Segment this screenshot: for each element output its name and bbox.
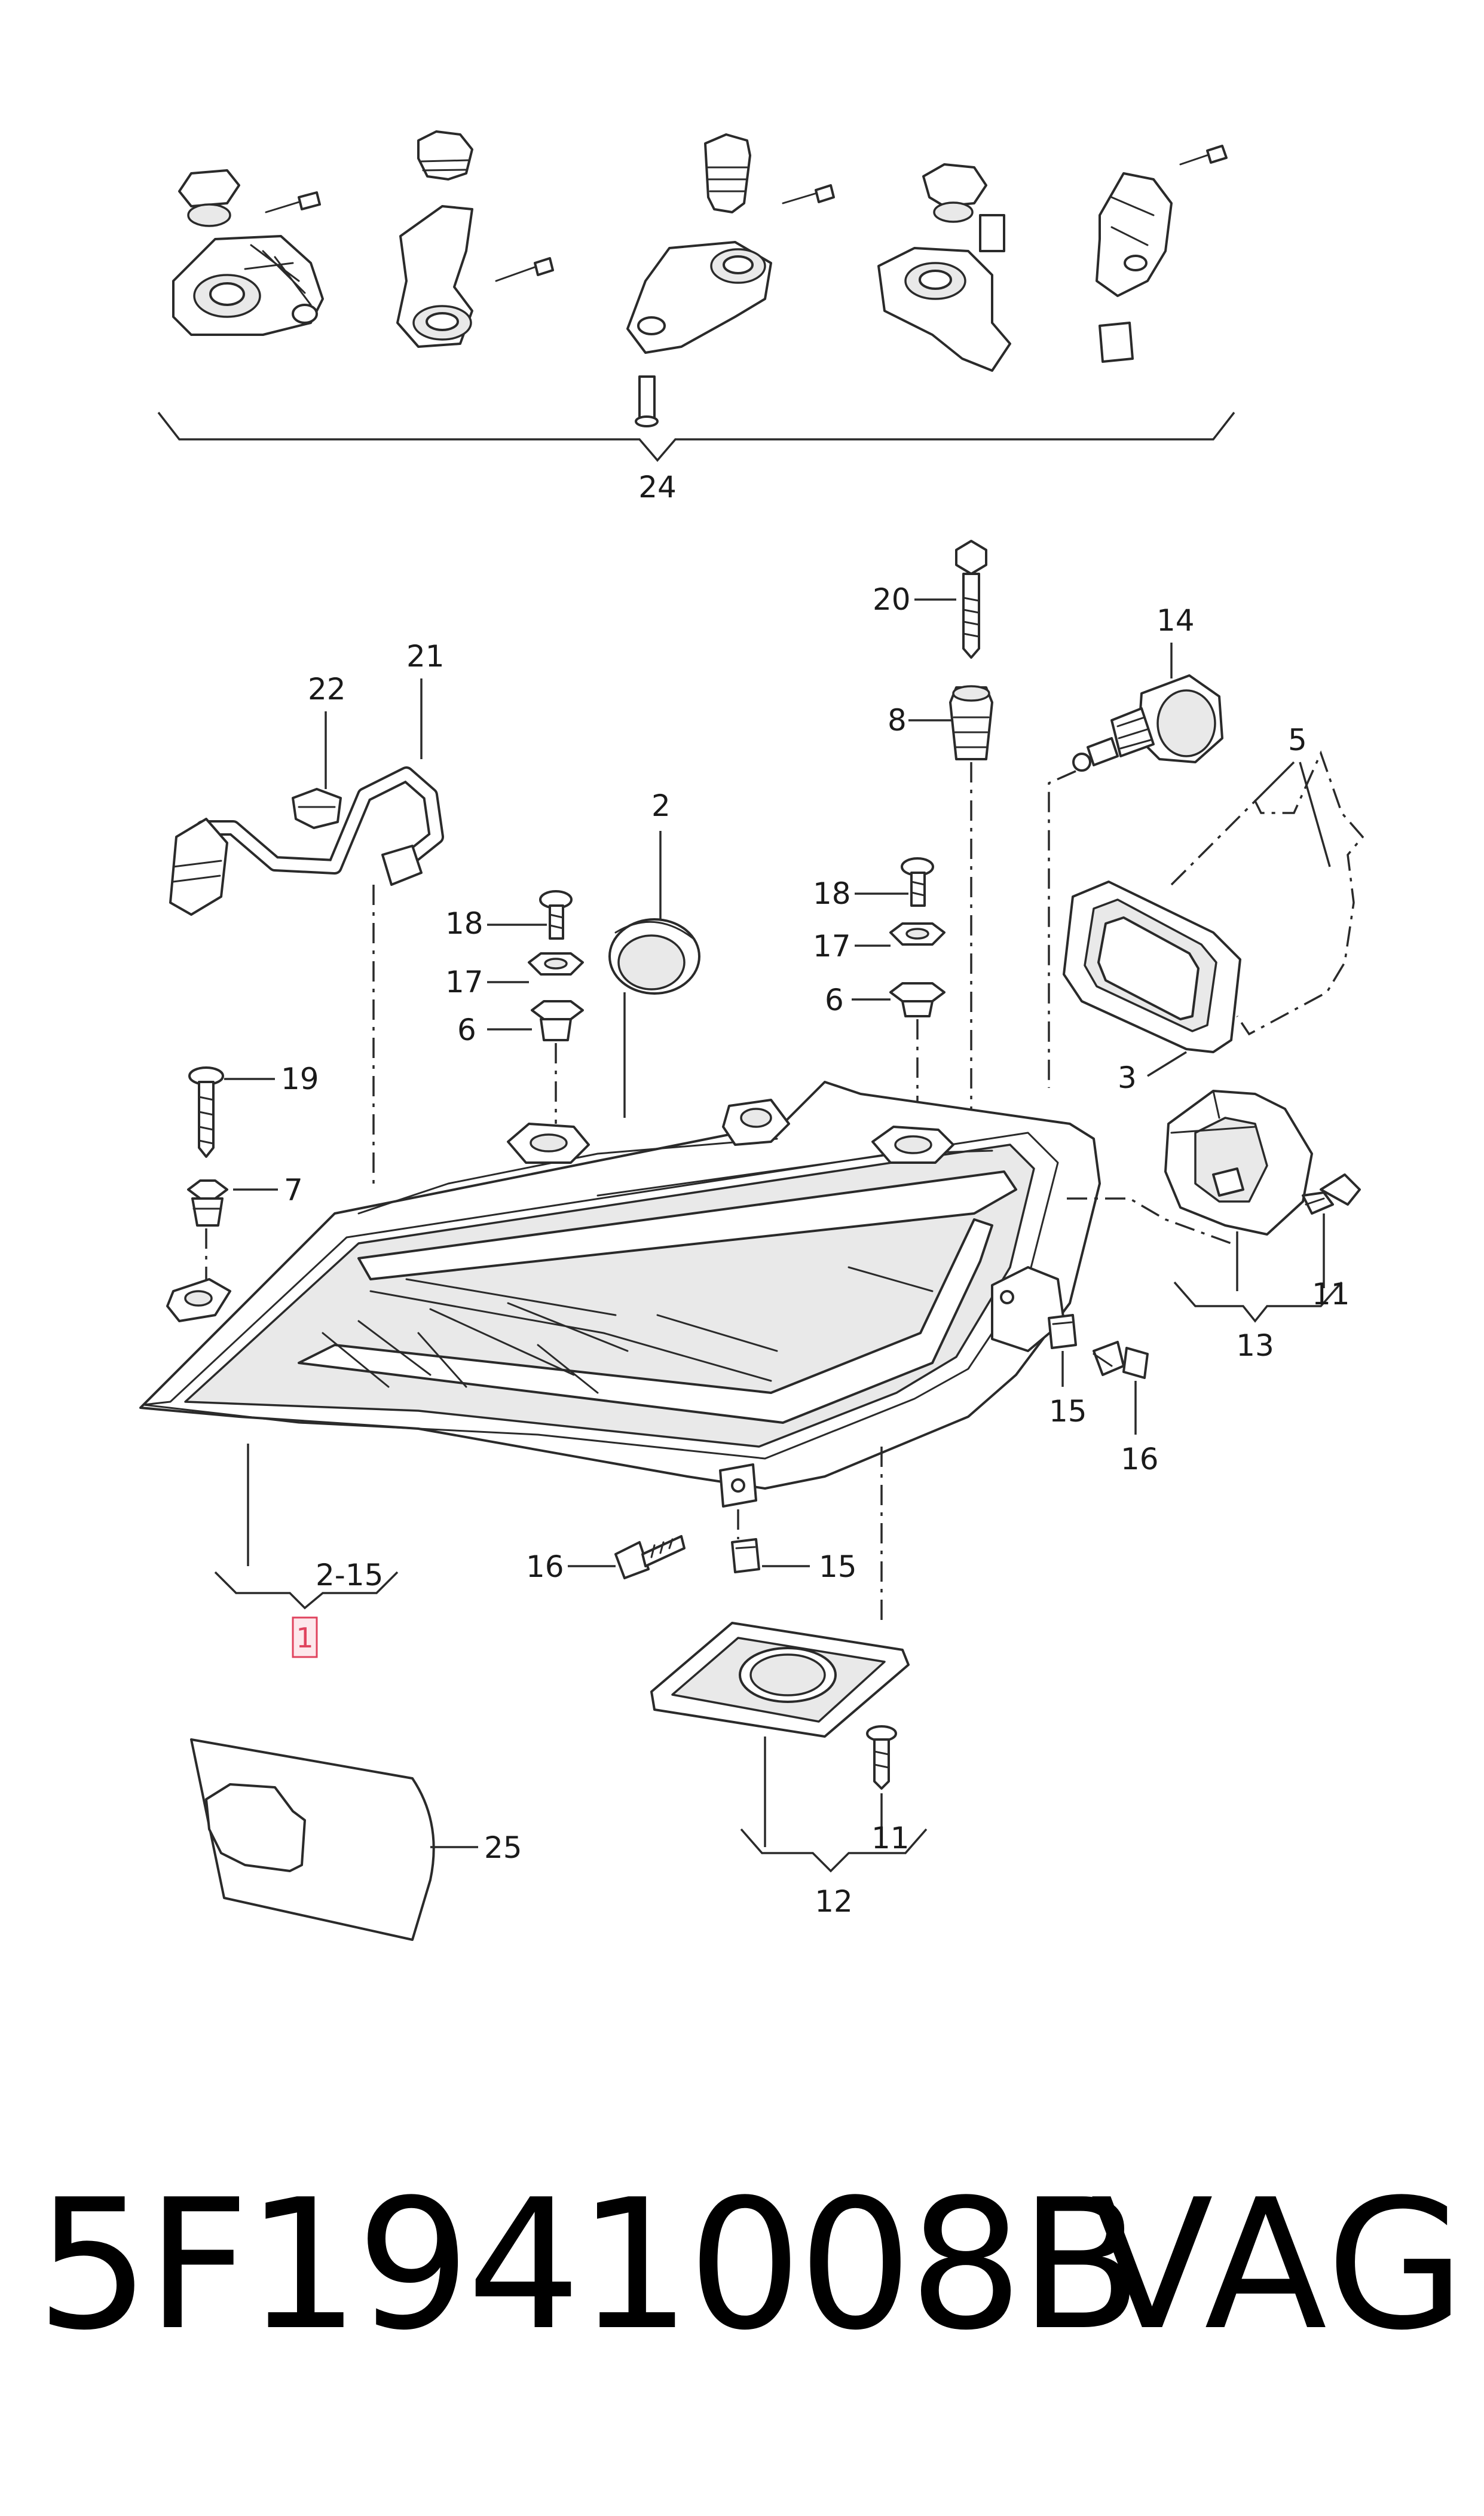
callout-24: 24 xyxy=(638,470,677,505)
gasket-12-brace xyxy=(740,1828,928,1873)
callout-1: 1 xyxy=(296,1622,313,1654)
callout-11-top: 11 xyxy=(1312,1277,1350,1312)
screw-20 xyxy=(955,540,987,659)
callout-22: 22 xyxy=(308,672,346,707)
bracket-kit-24: 24 xyxy=(157,130,1235,505)
screw-16-right xyxy=(1093,1341,1149,1379)
callout-16-bottom: 16 xyxy=(526,1549,564,1584)
repair-bracket-4 xyxy=(877,163,1011,372)
cover-5 xyxy=(1170,750,1364,1036)
callout-12: 12 xyxy=(815,1884,853,1919)
cover-seal-3 xyxy=(1063,881,1241,1053)
screw-11-bottom xyxy=(866,1725,897,1790)
callout-16-right: 16 xyxy=(1121,1442,1159,1476)
callout-3: 3 xyxy=(1118,1060,1137,1095)
clip-15-right xyxy=(1048,1314,1077,1349)
adjuster-right xyxy=(889,857,946,1017)
callout-2-15: 2-15 xyxy=(316,1558,383,1592)
hose-clip-22 xyxy=(292,788,342,829)
highlighted-part-1: 1 xyxy=(292,1616,318,1658)
callout-17-right: 17 xyxy=(813,929,851,964)
callout-7: 7 xyxy=(284,1173,303,1207)
callout-20: 20 xyxy=(873,582,911,617)
screw-16-bottom xyxy=(614,1535,686,1579)
callout-5: 5 xyxy=(1288,723,1307,757)
callout-15-bottom: 15 xyxy=(819,1549,857,1584)
callout-21: 21 xyxy=(406,639,445,674)
protective-film-25 xyxy=(190,1738,435,1941)
callout-18-right: 18 xyxy=(813,876,851,911)
repair-bracket-3 xyxy=(626,133,835,427)
control-unit-13-brace xyxy=(1173,1281,1343,1323)
grommet-8 xyxy=(949,685,993,760)
callout-6-right: 6 xyxy=(825,983,844,1017)
callout-18-left: 18 xyxy=(445,906,484,941)
headlight-assembly-1 xyxy=(139,1081,1101,1508)
bulb-14 xyxy=(1072,674,1223,772)
headlight-1-brace xyxy=(214,1571,399,1610)
adjuster-left xyxy=(528,890,584,1041)
callout-13: 13 xyxy=(1236,1328,1274,1363)
callout-8: 8 xyxy=(888,703,907,738)
grommet-7 xyxy=(187,1179,228,1227)
gasket-12 xyxy=(650,1622,910,1738)
control-unit-13 xyxy=(1164,1090,1313,1236)
repair-bracket-2 xyxy=(396,130,554,348)
brand-caption: VAG xyxy=(1091,2161,1468,2370)
callout-15-right: 15 xyxy=(1049,1394,1087,1429)
screw-11-top xyxy=(1302,1173,1361,1215)
callout-11-bottom: 11 xyxy=(871,1821,910,1855)
callout-14: 14 xyxy=(1156,603,1195,638)
clip-15-bottom xyxy=(731,1538,760,1573)
repair-bracket-1 xyxy=(172,169,324,336)
screw-19 xyxy=(188,1066,224,1158)
cap-2 xyxy=(608,918,700,995)
repair-bracket-5 xyxy=(1096,145,1228,363)
callout-2: 2 xyxy=(651,788,671,823)
kit-24-brace xyxy=(157,411,1235,462)
callout-17-left: 17 xyxy=(445,965,484,999)
callout-6-left: 6 xyxy=(457,1013,476,1047)
breather-hose-21 xyxy=(169,766,444,916)
part-number-caption: 5F1941008B xyxy=(36,2161,1142,2370)
callout-19: 19 xyxy=(281,1062,319,1096)
callout-25: 25 xyxy=(484,1830,522,1865)
